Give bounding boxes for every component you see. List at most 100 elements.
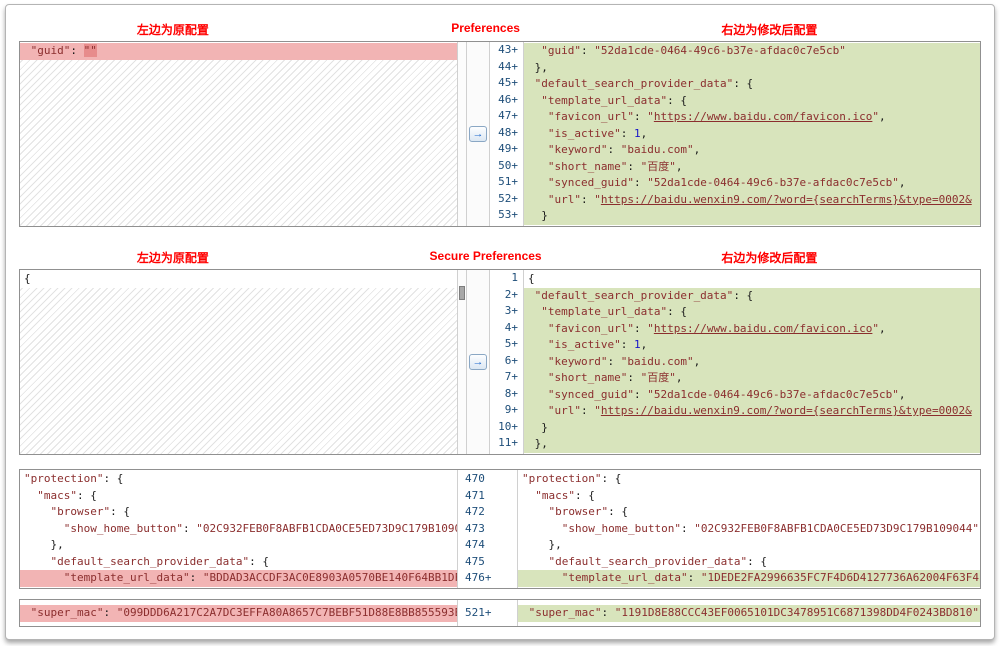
merge-right-arrow-button[interactable]: → xyxy=(469,126,487,142)
code-token: "default_search_provider_data" xyxy=(528,288,734,302)
code-line[interactable]: "template_url_data": "1DEDE2FA2996635FC7… xyxy=(518,570,980,587)
scrollbar-strip[interactable] xyxy=(458,42,467,226)
label-modified-config: 右边为修改后配置 xyxy=(721,251,818,265)
code-token: " xyxy=(872,321,880,335)
code-line[interactable]: "browser": { xyxy=(518,504,980,521)
code-token: : { xyxy=(667,93,687,107)
code-token: : { xyxy=(103,472,124,485)
code-token: "baidu.com" xyxy=(620,354,694,368)
code-token: "synced_guid" xyxy=(528,176,634,189)
code-token: " xyxy=(594,192,601,206)
code-token: https://www.baidu.com/favicon.ico xyxy=(653,321,873,335)
diff-view-super-mac: "super_mac": "099DDD6A217C2A7DC3EFFA80A8… xyxy=(19,599,981,627)
code-line[interactable]: "keyword": "baidu.com", xyxy=(524,353,980,370)
code-line[interactable]: "default_search_provider_data": { xyxy=(20,554,457,571)
code-token: https://www.baidu.com/favicon.ico xyxy=(653,110,873,123)
panel-labels: 左边为原配置 Preferences 右边为修改后配置 xyxy=(19,17,981,41)
code-line[interactable]: "protection": { xyxy=(20,471,457,488)
code-token: "protection" xyxy=(24,472,104,485)
code-line[interactable]: "super_mac": "1191D8E88CCC43EF0065101DC3… xyxy=(518,605,980,622)
code-line[interactable]: "keyword": "baidu.com", xyxy=(524,142,980,159)
right-pane-modified[interactable]: { "default_search_provider_data": { "tem… xyxy=(524,270,980,454)
code-line[interactable]: "short_name": "百度", xyxy=(524,158,980,175)
code-token: "guid" xyxy=(24,44,71,57)
right-pane-modified[interactable]: "guid": "52da1cde-0464-49c6-b37e-afdac0c… xyxy=(524,42,980,226)
code-line[interactable]: "synced_guid": "52da1cde-0464-49c6-b37e-… xyxy=(524,386,980,403)
code-line[interactable]: }, xyxy=(20,537,457,554)
empty-region-hatch xyxy=(20,59,457,226)
left-pane-original[interactable]: "protection": { "macs": { "browser": { "… xyxy=(20,470,458,588)
code-line[interactable]: "is_active": 1, xyxy=(524,125,980,142)
code-line[interactable]: "default_search_provider_data": { xyxy=(524,287,980,304)
code-line[interactable]: }, xyxy=(518,537,980,554)
code-token: : xyxy=(633,110,648,123)
code-line[interactable]: } xyxy=(524,419,980,436)
code-line[interactable]: "show_home_button": "02C932FEB0F8ABFB1CD… xyxy=(20,521,457,538)
line-number: 7+ xyxy=(504,370,518,383)
code-token: : xyxy=(687,571,701,584)
left-pane-original[interactable]: "guid": "" xyxy=(20,42,458,226)
code-token: "02C932FEB0F8ABFB1CDA0CE5ED73D9C179B1090… xyxy=(196,521,457,535)
code-token: , xyxy=(898,176,906,189)
left-pane-original[interactable]: "super_mac": "099DDD6A217C2A7DC3EFFA80A8… xyxy=(20,600,458,626)
code-token: , xyxy=(640,126,648,140)
code-line[interactable]: "synced_guid": "52da1cde-0464-49c6-b37e-… xyxy=(524,175,980,192)
code-token: : xyxy=(580,44,595,57)
code-token: "1DEDE2FA2996635FC7F4D6D4127736A62004F63… xyxy=(700,571,980,584)
code-line[interactable]: "template_url_data": { xyxy=(524,304,980,321)
code-line[interactable]: }, xyxy=(524,59,980,76)
panel-labels: 左边为原配置 Secure Preferences 右边为修改后配置 xyxy=(19,241,981,269)
code-line[interactable]: "browser": { xyxy=(20,504,457,521)
code-line[interactable]: "show_home_button": "02C932FEB0F8ABFB1CD… xyxy=(518,521,980,538)
code-line[interactable]: "default_search_provider_data": { xyxy=(524,76,980,93)
code-token: : xyxy=(620,338,634,351)
code-token: "keyword" xyxy=(528,143,608,156)
code-token: , xyxy=(640,338,648,351)
left-pane-original[interactable]: { xyxy=(20,270,458,454)
code-token: }, xyxy=(522,538,562,551)
line-number: 8+ xyxy=(504,386,518,400)
code-line[interactable]: "guid": "" xyxy=(20,43,457,60)
code-line[interactable]: }, xyxy=(524,436,980,453)
code-line[interactable]: "guid": "52da1cde-0464-49c6-b37e-afdac0c… xyxy=(524,43,980,60)
line-number: 3+ xyxy=(504,304,518,317)
line-number: 43+ xyxy=(498,43,518,56)
code-token: "short_name" xyxy=(528,159,628,173)
code-line[interactable]: "macs": { xyxy=(20,488,457,505)
code-line[interactable]: "default_search_provider_data": { xyxy=(518,554,980,571)
code-token: } xyxy=(528,209,548,222)
code-token: }, xyxy=(528,437,548,450)
label-file-preferences: Preferences xyxy=(451,21,520,35)
code-line[interactable]: "url": "https://baidu.wenxin9.com/?word=… xyxy=(524,403,980,420)
code-line[interactable]: { xyxy=(524,271,980,288)
code-line[interactable]: "url": "https://baidu.wenxin9.com/?word=… xyxy=(524,191,980,208)
code-line[interactable]: } xyxy=(524,208,980,225)
code-line[interactable]: "favicon_url": "https://www.baidu.com/fa… xyxy=(524,320,980,337)
diff-view-protection: "protection": { "macs": { "browser": { "… xyxy=(19,469,981,589)
code-token: "template_url_data" xyxy=(522,571,688,584)
code-token: : xyxy=(103,606,117,619)
code-line[interactable]: "protection": { xyxy=(518,471,980,488)
panel-super-mac: "super_mac": "099DDD6A217C2A7DC3EFFA80A8… xyxy=(19,599,981,627)
line-number: 473 xyxy=(465,521,485,535)
code-token: "1191D8E88CCC43EF0065101DC3478951C687139… xyxy=(614,606,979,619)
code-line[interactable]: "short_name": "百度", xyxy=(524,370,980,387)
code-token: : xyxy=(627,159,641,173)
code-token: : xyxy=(620,126,634,140)
code-line[interactable]: "favicon_url": "https://www.baidu.com/fa… xyxy=(524,109,980,126)
code-token: "BDDAD3ACCDF3AC0E8903A0570BE140F64BB1DF" xyxy=(202,571,457,584)
code-line[interactable]: "is_active": 1, xyxy=(524,337,980,354)
code-line[interactable]: "super_mac": "099DDD6A217C2A7DC3EFFA80A8… xyxy=(20,605,457,622)
code-token: "52da1cde-0464-49c6-b37e-afdac0c7e5cb" xyxy=(594,44,846,57)
right-pane-modified[interactable]: "protection": { "macs": { "browser": { "… xyxy=(518,470,980,588)
merge-right-arrow-button[interactable]: → xyxy=(469,354,487,370)
code-token: : { xyxy=(608,505,628,518)
code-line[interactable]: "template_url_data": { xyxy=(524,92,980,109)
scrollbar-strip[interactable] xyxy=(458,270,467,454)
code-line[interactable]: "template_url_data": "BDDAD3ACCDF3AC0E89… xyxy=(20,570,457,587)
right-pane-modified[interactable]: "super_mac": "1191D8E88CCC43EF0065101DC3… xyxy=(518,600,980,626)
code-line[interactable]: "macs": { xyxy=(518,488,980,505)
code-token: { xyxy=(24,272,31,285)
scrollbar-thumb[interactable] xyxy=(459,286,465,300)
code-line[interactable]: { xyxy=(20,271,457,288)
